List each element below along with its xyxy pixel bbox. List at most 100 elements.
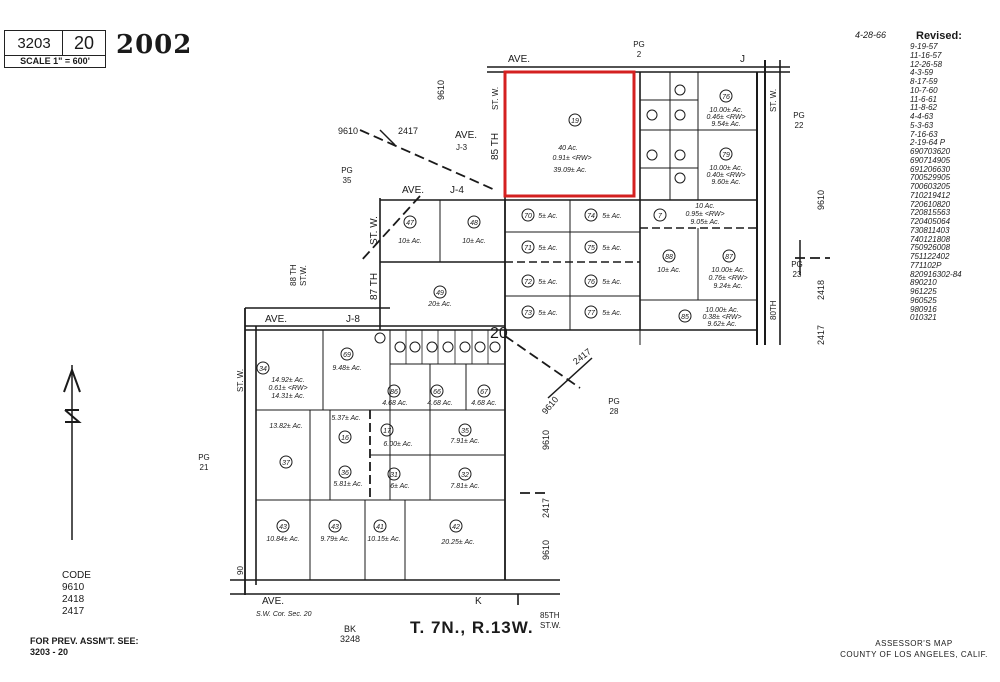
revision-entry: 10-7-60 — [910, 85, 938, 95]
parcel-area: 14.92± Ac. — [271, 377, 304, 384]
parcel-area: 0.40± <RW> — [706, 172, 745, 179]
parcel-area: 13.82± Ac. — [269, 423, 302, 430]
parcel-number: 16 — [341, 435, 349, 442]
revision-entry: 4-4-63 — [910, 112, 934, 121]
parcel-number: 49 — [436, 290, 444, 297]
parcel-area: 5.81± Ac. — [333, 481, 362, 488]
revision-entry: 690714905 — [910, 155, 951, 165]
street-label: AVE. — [262, 596, 284, 607]
revision-entry: 980916 — [910, 304, 937, 314]
street-label: 80TH — [769, 300, 778, 320]
street-label: ST. W. — [769, 89, 778, 112]
revision-entry: 9-19-57 — [910, 42, 938, 51]
parcel-area: 10± Ac. — [657, 267, 680, 274]
parcel-number: 31 — [390, 472, 398, 479]
tax-code-label: 2417 — [571, 346, 593, 366]
parcel-area: 4.68 Ac. — [427, 400, 452, 407]
revised-title: Revised: — [916, 30, 962, 42]
revision-entry: 8-17-59 — [910, 77, 938, 86]
tax-code-label: 2417 — [398, 126, 418, 136]
parcel-area: 5± Ac. — [602, 213, 622, 220]
street-label: J-4 — [450, 185, 464, 196]
street-label: ST. W. — [236, 369, 245, 392]
parcel-area: 4.68 Ac. — [471, 400, 496, 407]
parcel-number: 36 — [341, 470, 349, 477]
parcel-number: 37 — [282, 460, 291, 467]
street-label: J-8 — [346, 314, 360, 325]
revision-entry: 5-3-63 — [910, 120, 934, 130]
revision-entry: 771102P — [910, 260, 942, 270]
parcel-number: 48 — [470, 220, 478, 227]
page-ref-number: 28 — [610, 407, 619, 416]
street-label: AVE. — [265, 314, 287, 325]
revision-entry: 751122402 — [910, 252, 950, 261]
page-ref-label: PG — [341, 166, 353, 175]
page-number: 20 — [62, 30, 106, 56]
assessor-line2: COUNTY OF LOS ANGELES, CALIF. — [840, 650, 988, 659]
page-ref-label: PG — [793, 111, 805, 120]
parcel-area: 7.81± Ac. — [450, 483, 479, 490]
street-label: AVE. — [455, 130, 477, 141]
parcel-number: 41 — [376, 524, 384, 531]
revision-entry: 960525 — [910, 295, 937, 305]
revision-entry: 720610820 — [910, 199, 951, 209]
township-range: T. 7N., R.13W. — [410, 618, 534, 637]
parcel-area: 9.48± Ac. — [332, 365, 361, 372]
revision-entry: 700529905 — [910, 173, 951, 183]
parcel-area: 9.05± Ac. — [690, 219, 719, 226]
revision-entry: 7-16-63 — [910, 129, 938, 139]
revision-entry: 710219412 — [910, 190, 951, 200]
assessor-line1: ASSESSOR'S MAP — [875, 639, 953, 648]
tax-code-label: 9610 — [816, 190, 826, 210]
parcel-number: 71 — [524, 245, 532, 252]
revision-entry: 961225 — [910, 287, 937, 296]
revision-entry: 11-16-57 — [910, 50, 942, 60]
street-label: AVE. — [508, 54, 530, 65]
street-label: ST.W. — [299, 265, 308, 286]
parcel-area: 20± Ac. — [427, 301, 451, 308]
revision-entry: 010321 — [910, 313, 937, 323]
page-ref-number: 2 — [637, 50, 642, 59]
parcel-area: 9.54± Ac. — [711, 121, 740, 128]
parcel-area: 0.61± <RW> — [268, 385, 307, 392]
parcel-area: 0.76± <RW> — [708, 275, 747, 282]
map-scale: SCALE 1" = 600' — [4, 55, 106, 68]
parcel-number: 88 — [665, 254, 673, 261]
page-ref-number: 22 — [795, 121, 804, 130]
revision-entry: 690703620 — [910, 147, 951, 156]
parcel-number: 86 — [390, 389, 398, 396]
section-number: 20 — [490, 325, 508, 342]
street-label: 85TH — [540, 611, 560, 620]
parcel-area: 10.00± Ac. — [711, 267, 744, 274]
parcel-number: 66 — [433, 389, 441, 396]
parcel-number: 85 — [681, 314, 689, 321]
parcel-19-highlight[interactable] — [503, 70, 636, 198]
parcel-area: 7.91± Ac. — [450, 438, 479, 445]
parcel-area: 5± Ac. — [538, 245, 558, 252]
prev-ref: 3203 - 20 — [30, 647, 69, 657]
street-label: J — [740, 54, 745, 65]
tax-code-label: 9610 — [540, 395, 561, 417]
parcel-area: 0.95± <RW> — [685, 211, 724, 218]
street-label: K — [475, 596, 482, 607]
parcel-area: 5± Ac. — [538, 213, 558, 220]
parcel-area: 5.37± Ac. — [331, 415, 360, 422]
parcel-number: 7 — [658, 213, 663, 220]
parcel-number: 35 — [461, 428, 469, 435]
assessor-credit: ASSESSOR'S MAP COUNTY OF LOS ANGELES, CA… — [828, 638, 1000, 660]
parcel-number: 73 — [524, 310, 532, 317]
parcel-number: 74 — [587, 213, 595, 220]
revision-entry: 750926008 — [910, 243, 951, 253]
parcel-area: 10 Ac. — [695, 203, 715, 210]
street-label: ST. W. — [369, 216, 380, 245]
revision-entry: 12-26-58 — [910, 59, 943, 69]
parcel-area: 9.24± Ac. — [713, 283, 742, 290]
street-label: AVE. — [402, 185, 424, 196]
parcel-area: 6.00± Ac. — [383, 441, 412, 448]
parcel-area: 0.46± <RW> — [706, 114, 745, 121]
parcel-number: 67 — [480, 389, 489, 396]
street-label: 87 TH — [369, 273, 380, 300]
